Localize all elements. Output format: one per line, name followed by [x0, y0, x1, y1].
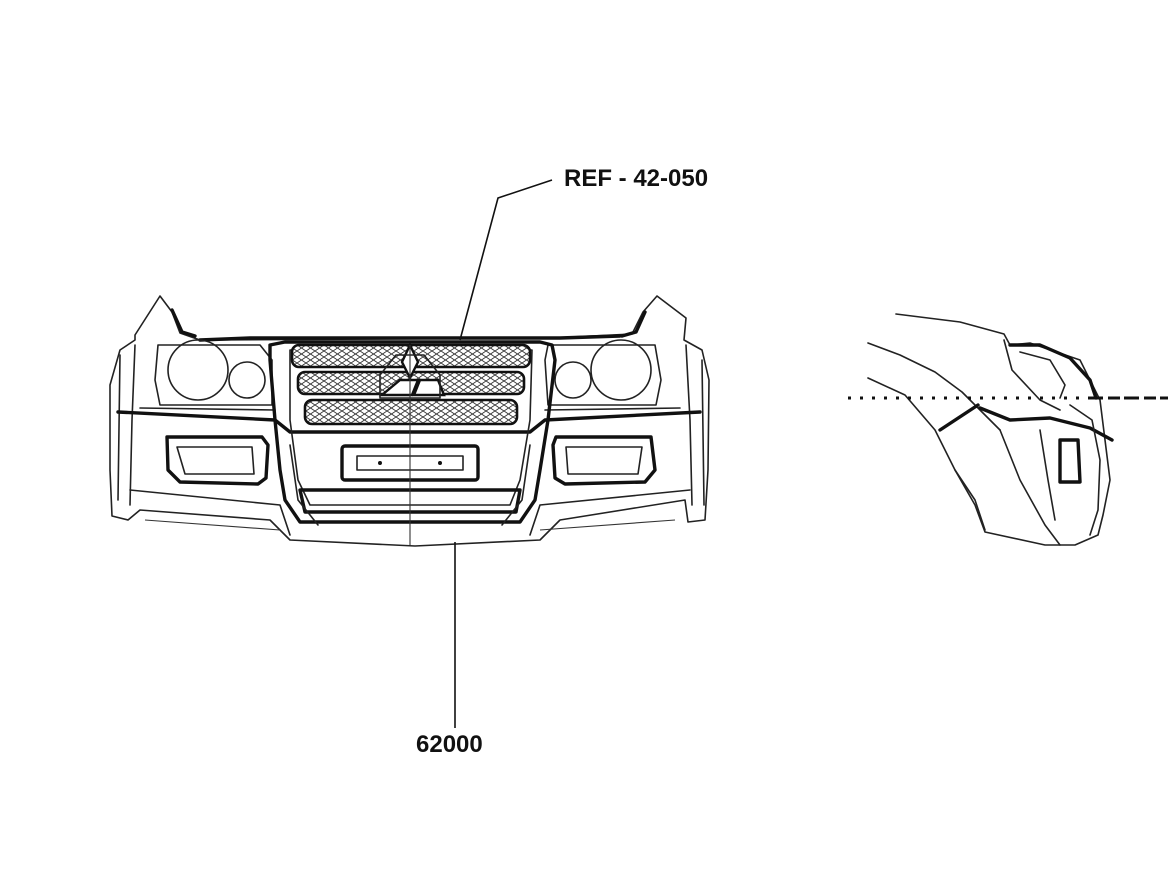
- leader-ref: [459, 179, 553, 341]
- ref-callout: REF - 42-050: [564, 165, 708, 192]
- part-number-callout: 62000: [416, 731, 483, 758]
- front-bumper-view: [109, 295, 710, 547]
- side-bumper-view: [848, 313, 1168, 546]
